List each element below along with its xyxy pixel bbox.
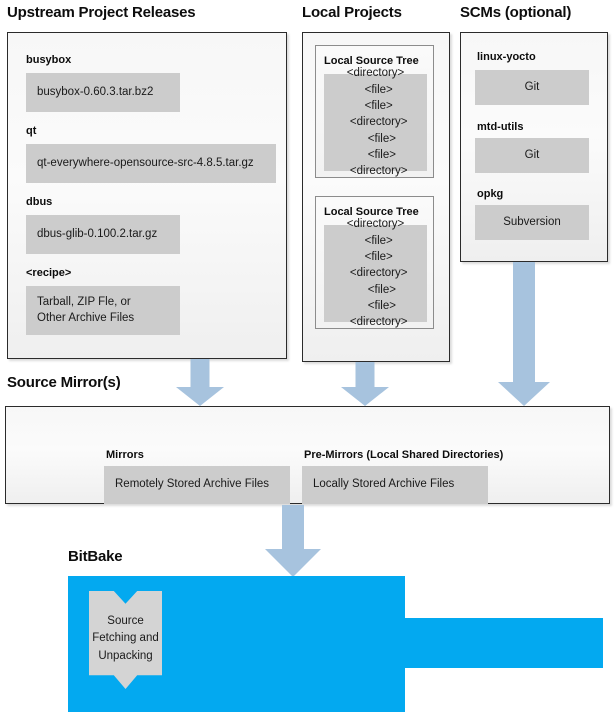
upstream-section-title: Upstream Project Releases	[7, 4, 196, 21]
upstream-panel: busybox busybox-0.60.3.tar.bz2 qt qt-eve…	[7, 32, 287, 359]
upstream-item-label-qt: qt	[26, 125, 37, 137]
tree-line: <directory>	[343, 165, 408, 178]
tree-line: <file>	[355, 283, 396, 296]
pre-mirrors-value: Locally Stored Archive Files	[302, 466, 488, 504]
scm-item-label-mtd-utils: mtd-utils	[477, 121, 524, 133]
recipe-value-line-1: Tarball, ZIP Fle, or	[37, 295, 131, 308]
tree-line: <directory>	[346, 218, 405, 231]
local-source-tree-subpanel-2: Local Source Tree <directory> <file> <fi…	[315, 196, 434, 329]
bitbake-output-band	[400, 618, 603, 668]
mirrors-label: Mirrors	[106, 449, 144, 461]
source-mirrors-section-title: Source Mirror(s)	[7, 374, 121, 391]
tree-line: <file>	[358, 234, 393, 247]
arrow-local-projects-to-source-mirror	[341, 362, 389, 406]
tree-line: <file>	[355, 132, 396, 145]
local-projects-section-title: Local Projects	[302, 4, 402, 21]
source-mirrors-panel: Mirrors Remotely Stored Archive Files Pr…	[5, 406, 610, 504]
tree-line: <directory>	[343, 116, 408, 129]
tree-line: <directory>	[343, 267, 408, 280]
task-line-1: Source	[107, 615, 144, 627]
tree-line: <file>	[355, 149, 396, 161]
task-text: Source Fetching and Unpacking	[89, 613, 162, 665]
upstream-item-value-dbus: dbus-glib-0.100.2.tar.gz	[26, 215, 180, 254]
tree-line: <file>	[358, 83, 393, 96]
task-line-2: Fetching and	[92, 632, 159, 645]
task-line-3: Unpacking	[98, 649, 153, 662]
upstream-item-label-dbus: dbus	[26, 196, 53, 208]
arrow-upstream-to-source-mirror	[176, 359, 224, 406]
tree-line: <directory>	[343, 316, 408, 329]
tree-line: <file>	[358, 251, 393, 264]
scm-item-value-linux-yocto: Git	[475, 70, 589, 105]
scms-section-title: SCMs (optional)	[460, 4, 572, 21]
upstream-item-label-recipe: <recipe>	[26, 267, 72, 279]
upstream-item-value-qt: qt-everywhere-opensource-src-4.8.5.tar.g…	[26, 144, 276, 183]
pre-mirrors-label: Pre-Mirrors (Local Shared Directories)	[304, 449, 504, 461]
source-fetching-and-unpacking-task: Source Fetching and Unpacking	[89, 591, 162, 689]
local-source-tree-label-2: Local Source Tree	[324, 206, 419, 218]
scm-item-label-linux-yocto: linux-yocto	[477, 51, 536, 63]
local-source-tree-subpanel-1: Local Source Tree <directory> <file> <fi…	[315, 45, 434, 178]
upstream-item-label-busybox: busybox	[26, 54, 72, 66]
tree-line: <file>	[358, 100, 393, 113]
upstream-item-value-busybox: busybox-0.60.3.tar.bz2	[26, 73, 180, 112]
scms-panel: linux-yocto Git mtd-utils Git opkg Subve…	[460, 32, 608, 262]
bitbake-section-title: BitBake	[68, 548, 123, 565]
local-projects-panel: Local Source Tree <directory> <file> <fi…	[302, 32, 450, 362]
arrow-scms-to-source-mirror	[498, 262, 550, 406]
tree-line: <directory>	[346, 67, 405, 80]
tree-line: <file>	[355, 300, 396, 312]
arrow-source-mirror-to-bitbake	[265, 505, 321, 577]
scm-item-label-opkg: opkg	[477, 188, 504, 200]
scm-item-value-mtd-utils: Git	[475, 138, 589, 173]
local-source-tree-content-1: <directory> <file> <file> <directory> <f…	[324, 67, 427, 177]
scm-item-value-opkg: Subversion	[475, 205, 589, 240]
local-source-tree-content-2: <directory> <file> <file> <directory> <f…	[324, 218, 427, 328]
local-source-tree-label-1: Local Source Tree	[324, 55, 419, 67]
upstream-item-value-recipe: Tarball, ZIP Fle, or Other Archive Files	[26, 286, 180, 335]
mirrors-value: Remotely Stored Archive Files	[104, 466, 290, 504]
recipe-value-line-2: Other Archive Files	[37, 311, 135, 324]
